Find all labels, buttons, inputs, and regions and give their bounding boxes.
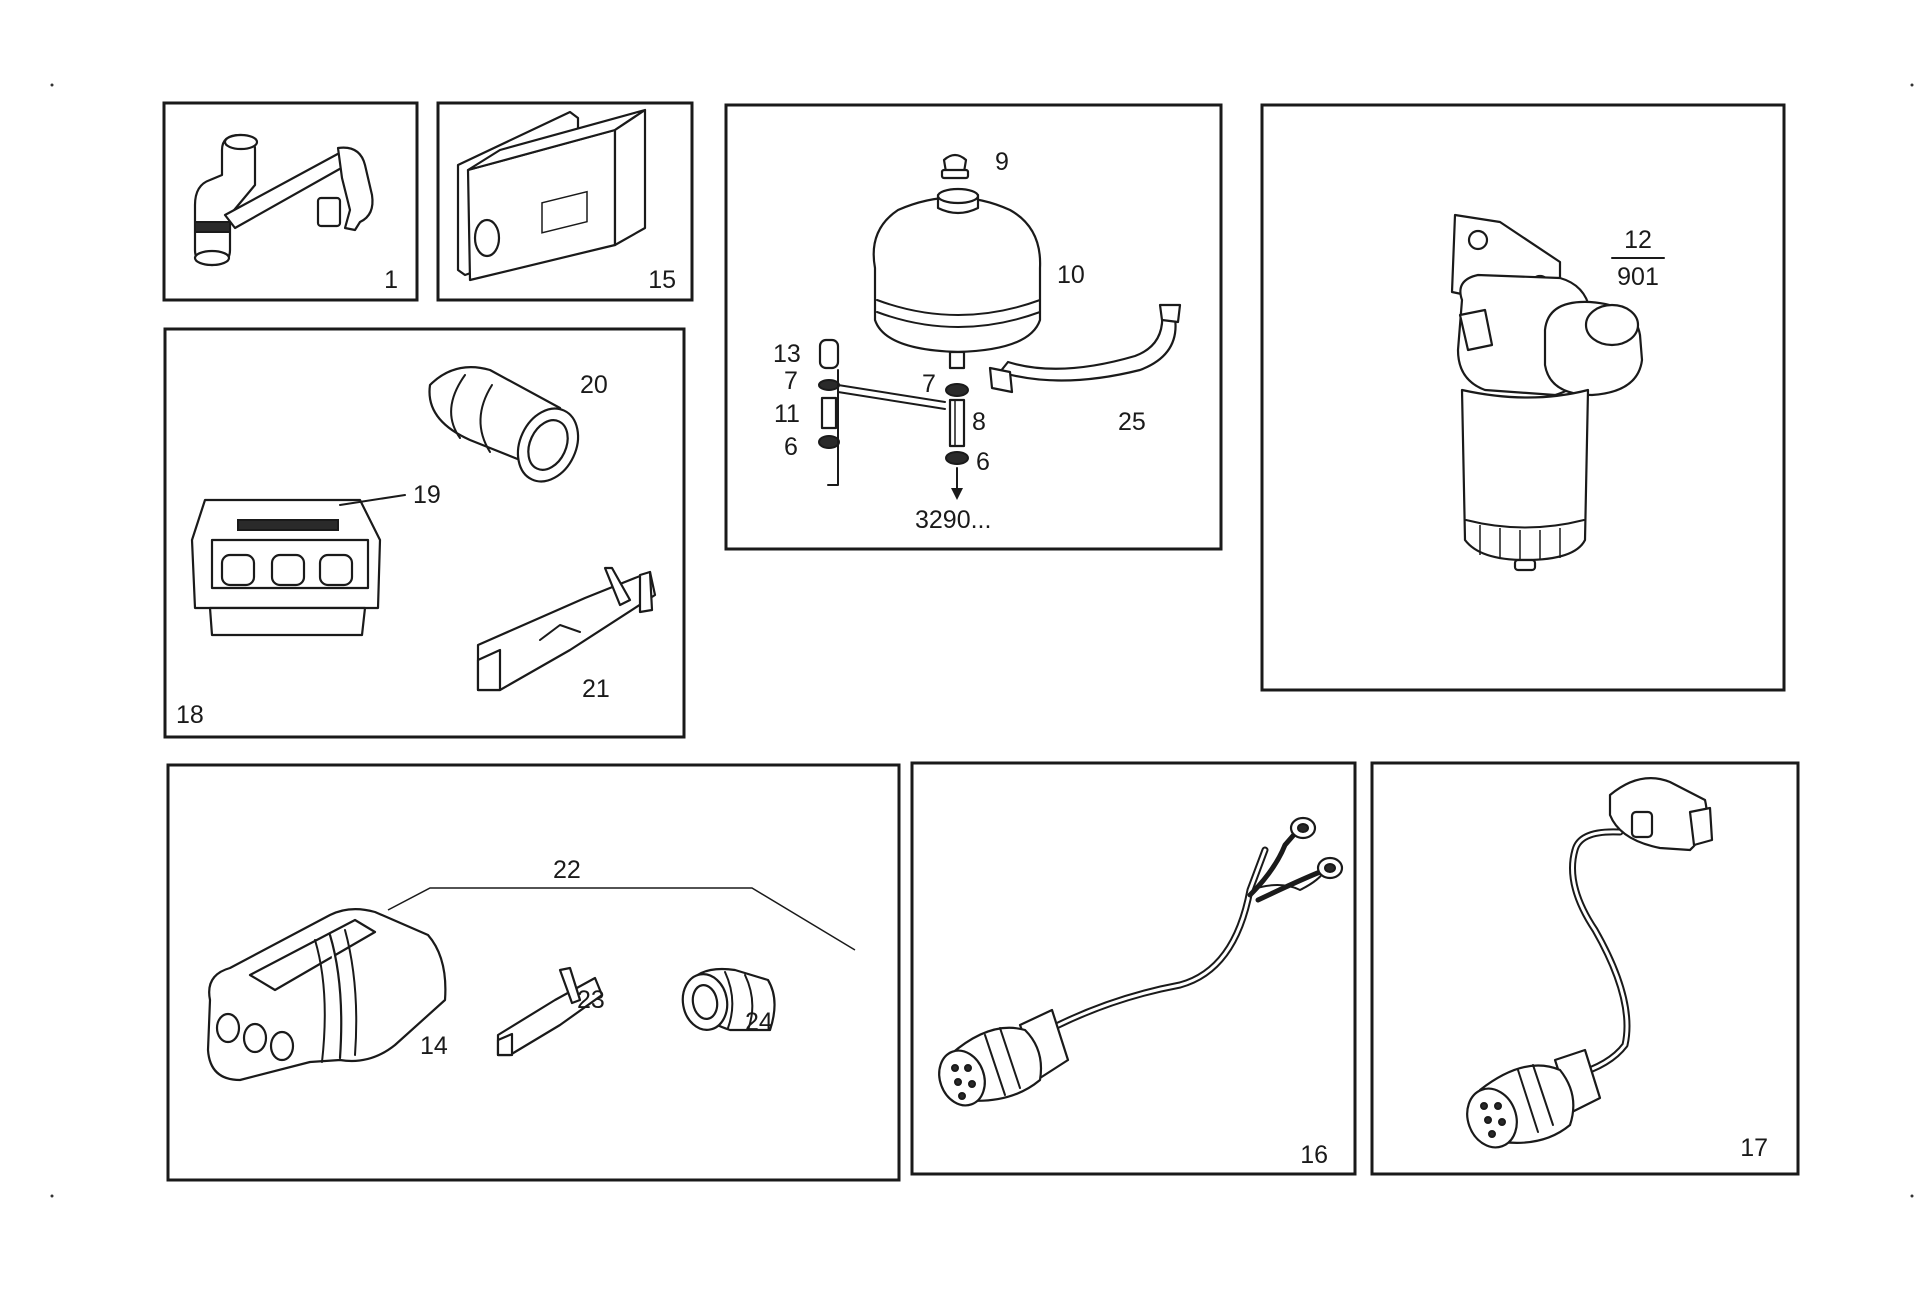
terminal-part-21 [476, 566, 657, 692]
callout-15: 15 [648, 266, 676, 294]
grommet-part-24 [681, 967, 776, 1032]
callout-6-left: 6 [784, 433, 798, 461]
reference-3290: 3290... [915, 506, 991, 534]
panel-expansion-tank: 9 10 13 7 11 6 7 8 6 25 3290... [724, 103, 1223, 551]
callout-6-right: 6 [976, 448, 990, 476]
panel-filter: 12 901 [1260, 103, 1786, 692]
callout-22: 22 [553, 856, 581, 884]
callout-20: 20 [580, 371, 608, 399]
callout-12: 12 [1624, 226, 1652, 254]
callout-19: 19 [413, 481, 441, 509]
panel-harness-16: 16 [910, 761, 1357, 1176]
callout-11: 11 [774, 400, 800, 428]
grommet-part-20 [428, 366, 580, 483]
panel-harness-17: 17 [1370, 761, 1800, 1176]
callout-901: 901 [1617, 263, 1659, 291]
control-box-part [456, 108, 647, 282]
callout-8: 8 [972, 408, 986, 436]
callout-18: 18 [176, 701, 204, 729]
panel-part-1: 1 [162, 101, 419, 302]
callout-10: 10 [1057, 261, 1085, 289]
callout-23: 23 [577, 986, 605, 1014]
panel-connector-kit-18: 18 19 20 21 [163, 327, 686, 739]
elbow-fitting-part [193, 133, 374, 267]
fuel-filter-part [1450, 213, 1644, 572]
callout-24: 24 [745, 1008, 773, 1036]
callout-9: 9 [995, 148, 1009, 176]
callout-17: 17 [1740, 1134, 1768, 1162]
terminal-part-23 [496, 966, 604, 1057]
kit-bracket-line [387, 887, 856, 951]
panel-connector-kit-22: 22 14 23 24 [166, 763, 901, 1182]
callout-25: 25 [1118, 408, 1146, 436]
callout-14: 14 [420, 1032, 448, 1060]
corner-marks [50, 83, 1914, 1198]
connector-housing-part-14 [206, 908, 447, 1082]
callout-21: 21 [582, 675, 610, 703]
callout-16: 16 [1300, 1141, 1328, 1169]
callout-1: 1 [384, 266, 398, 294]
connector-housing-part-19 [190, 494, 406, 637]
callout-7-right: 7 [922, 370, 936, 398]
callout-13: 13 [773, 340, 801, 368]
panel-part-15: 15 [436, 101, 694, 302]
harness-part-16 [938, 816, 1344, 1107]
harness-part-17 [1466, 777, 1714, 1149]
callout-7-left: 7 [784, 367, 798, 395]
expansion-tank-part [818, 153, 1182, 500]
